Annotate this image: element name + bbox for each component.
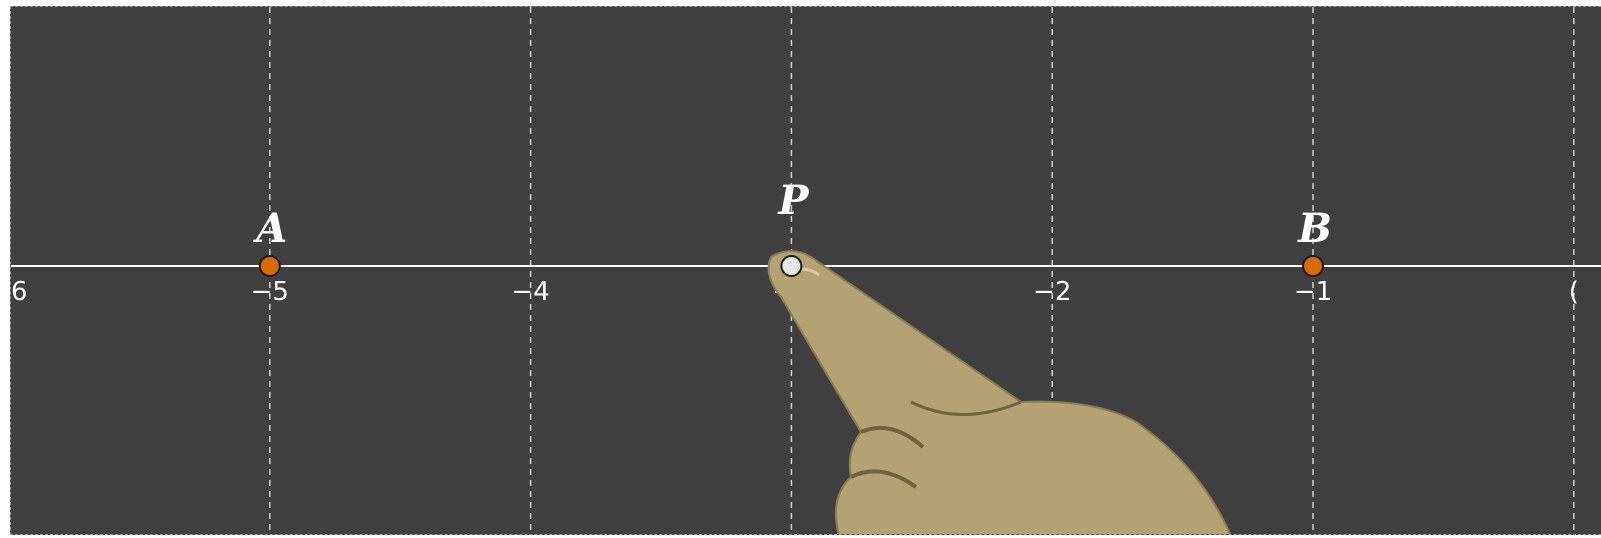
- number-line-plot: 6−5−4−3−2−1( APB: [11, 7, 1601, 535]
- point-b[interactable]: [1303, 256, 1323, 276]
- tick-label: (: [1569, 277, 1579, 307]
- number-line-board: 6−5−4−3−2−1( APB: [10, 6, 1601, 535]
- point-p[interactable]: [781, 256, 801, 276]
- point-label-p: P: [777, 177, 810, 224]
- tick-label: 6: [11, 277, 28, 307]
- pointing-hand-icon: [769, 251, 1231, 535]
- tick-label: −1: [1294, 277, 1332, 307]
- tick-label: −5: [251, 277, 289, 307]
- point-label-a: A: [252, 205, 287, 252]
- tick-label: −2: [1033, 277, 1071, 307]
- point-a[interactable]: [260, 256, 280, 276]
- tick-label: −4: [511, 277, 549, 307]
- point-label-b: B: [1297, 205, 1332, 252]
